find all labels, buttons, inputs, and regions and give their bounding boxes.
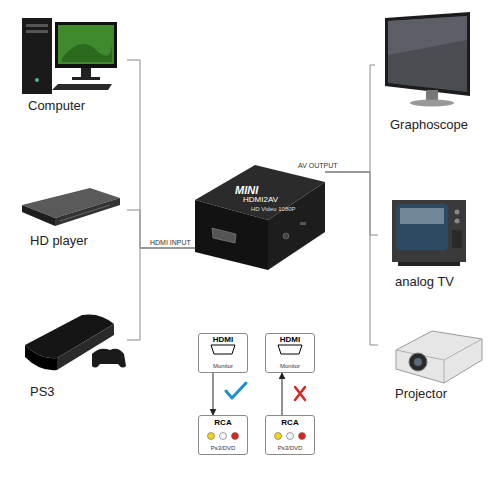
screen-glare	[388, 16, 467, 55]
device-label: Projector	[395, 387, 447, 401]
hd-player-illustration	[22, 188, 120, 226]
screen-image	[400, 208, 444, 224]
projector-body	[396, 331, 482, 383]
monitor-base	[72, 77, 100, 80]
signal-label: HDMI INPUT	[150, 239, 191, 246]
device-node: Computer	[15, 5, 127, 117]
tv-stand	[398, 262, 460, 266]
icon-label: RCA	[199, 419, 247, 428]
connector-icon: HDMI Monitor	[265, 333, 315, 373]
icon-label: Monitor	[199, 363, 247, 370]
rca-jack	[220, 433, 227, 440]
console-front	[25, 345, 57, 370]
computer-illustration	[22, 18, 117, 94]
tv-knob	[455, 219, 460, 224]
device-node: HD player	[15, 180, 127, 250]
connector-line	[282, 373, 283, 415]
rca-jack	[208, 433, 215, 440]
drive-bay	[26, 30, 48, 33]
icon-label: HDMI	[199, 336, 247, 345]
rca-jack	[287, 433, 294, 440]
rca-jack	[275, 433, 282, 440]
device-node: Projector	[378, 322, 493, 404]
power-led	[35, 78, 39, 82]
cross-mark	[295, 387, 305, 400]
device-label: PS3	[30, 385, 55, 399]
ps3-illustration	[25, 314, 126, 370]
projector-lens	[409, 353, 427, 371]
controller	[92, 349, 126, 368]
icon-label: Ps3/DVD	[199, 445, 247, 452]
icon-label: Monitor	[266, 363, 314, 370]
icon-label: HDMI	[266, 336, 314, 345]
tv-illustration	[392, 200, 466, 266]
tv-knob	[455, 210, 460, 215]
monitor-frame	[385, 12, 470, 96]
tv-speaker	[452, 230, 462, 248]
screen-image	[62, 40, 112, 62]
projector-edge	[444, 360, 445, 383]
player-side	[55, 198, 120, 226]
device-label: HD player	[30, 234, 88, 248]
rca-jack	[299, 433, 306, 440]
hdmi-port	[212, 228, 236, 243]
av-port	[283, 233, 289, 239]
brand-label: HD Video 1080P	[251, 206, 296, 213]
monitor-screen	[58, 25, 114, 64]
converter-illustration	[195, 165, 325, 270]
device-node: analog TV	[378, 195, 490, 291]
player-front	[22, 205, 55, 226]
monitor-illustration	[385, 12, 470, 107]
connector-line	[213, 373, 214, 415]
converter-box: MINIHDMI2AVHD Video 1080P	[195, 160, 325, 272]
connector-line	[325, 172, 378, 345]
drive-bay	[26, 24, 48, 27]
pc-tower	[22, 18, 52, 94]
connector-line	[127, 60, 195, 248]
disc-slot	[60, 205, 110, 221]
check-mark	[226, 383, 246, 398]
connector-icon: HDMI Monitor	[198, 333, 248, 373]
hdmi-plug	[211, 345, 235, 354]
projector-edge	[396, 339, 482, 360]
monitor-base	[410, 100, 454, 107]
connector-line	[127, 248, 195, 340]
tv-screen	[396, 204, 448, 250]
connector-line	[325, 65, 375, 172]
monitor-stand	[81, 68, 91, 77]
device-node: Graphoscope	[375, 8, 490, 136]
lens-glass	[414, 358, 422, 366]
rca-jack	[232, 433, 239, 440]
device-node: PS3	[15, 310, 127, 402]
brand-label: MINI	[235, 184, 258, 196]
device-label: Computer	[28, 99, 85, 113]
device-label: Graphoscope	[390, 118, 468, 132]
projector-illustration	[396, 331, 482, 383]
tv-cabinet	[392, 200, 466, 262]
monitor-screen	[388, 16, 467, 92]
connector-icon: RCA Ps3/DVD	[265, 415, 315, 455]
switch	[300, 222, 306, 225]
monitor-frame	[55, 22, 117, 68]
monitor-stand	[426, 90, 438, 100]
connector-icon: RCA Ps3/DVD	[198, 415, 248, 455]
hdmi-plug	[278, 345, 302, 354]
icon-label: RCA	[266, 419, 314, 428]
keyboard	[52, 84, 112, 90]
brand-label: HDMI2AV	[243, 196, 278, 205]
signal-label: AV OUTPUT	[298, 162, 338, 169]
device-label: analog TV	[395, 275, 454, 289]
icon-label: Ps3/DVD	[266, 445, 314, 452]
connector-line	[127, 210, 195, 248]
